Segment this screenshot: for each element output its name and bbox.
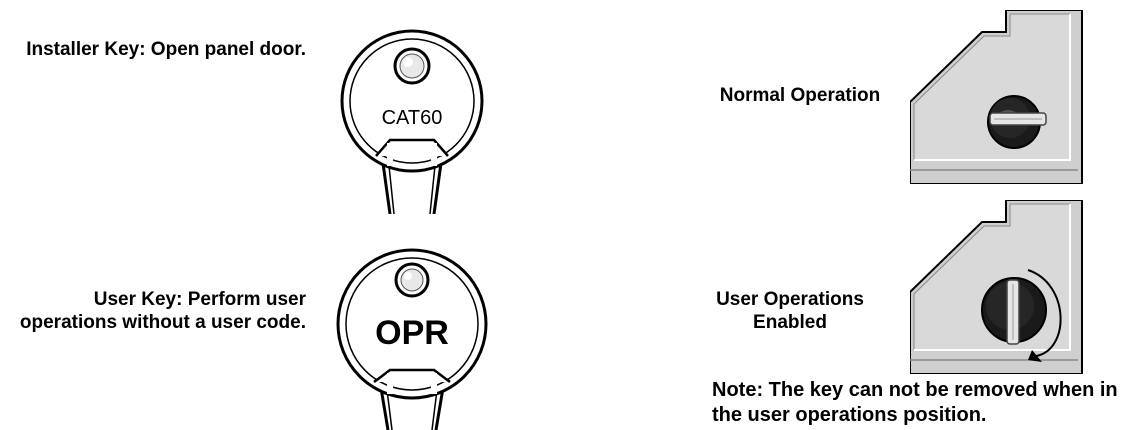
normal-operation-lock-icon	[910, 10, 1083, 184]
user-operations-lock-icon	[910, 200, 1083, 374]
user-operations-note: Note: The key can not be removed when in…	[712, 379, 1118, 426]
user-operations-label: User Operations Enabled	[716, 289, 864, 333]
user-key-caption: User Key: Perform user operations withou…	[19, 289, 306, 333]
installer-key-caption: Installer Key: Open panel door.	[26, 39, 306, 60]
user-key-icon: OPR	[336, 248, 488, 430]
user-key-label: OPR	[375, 314, 449, 352]
normal-operation-label: Normal Operation	[719, 85, 881, 106]
installer-key-icon: CAT60	[340, 29, 484, 214]
installer-key-label: CAT60	[382, 107, 443, 129]
